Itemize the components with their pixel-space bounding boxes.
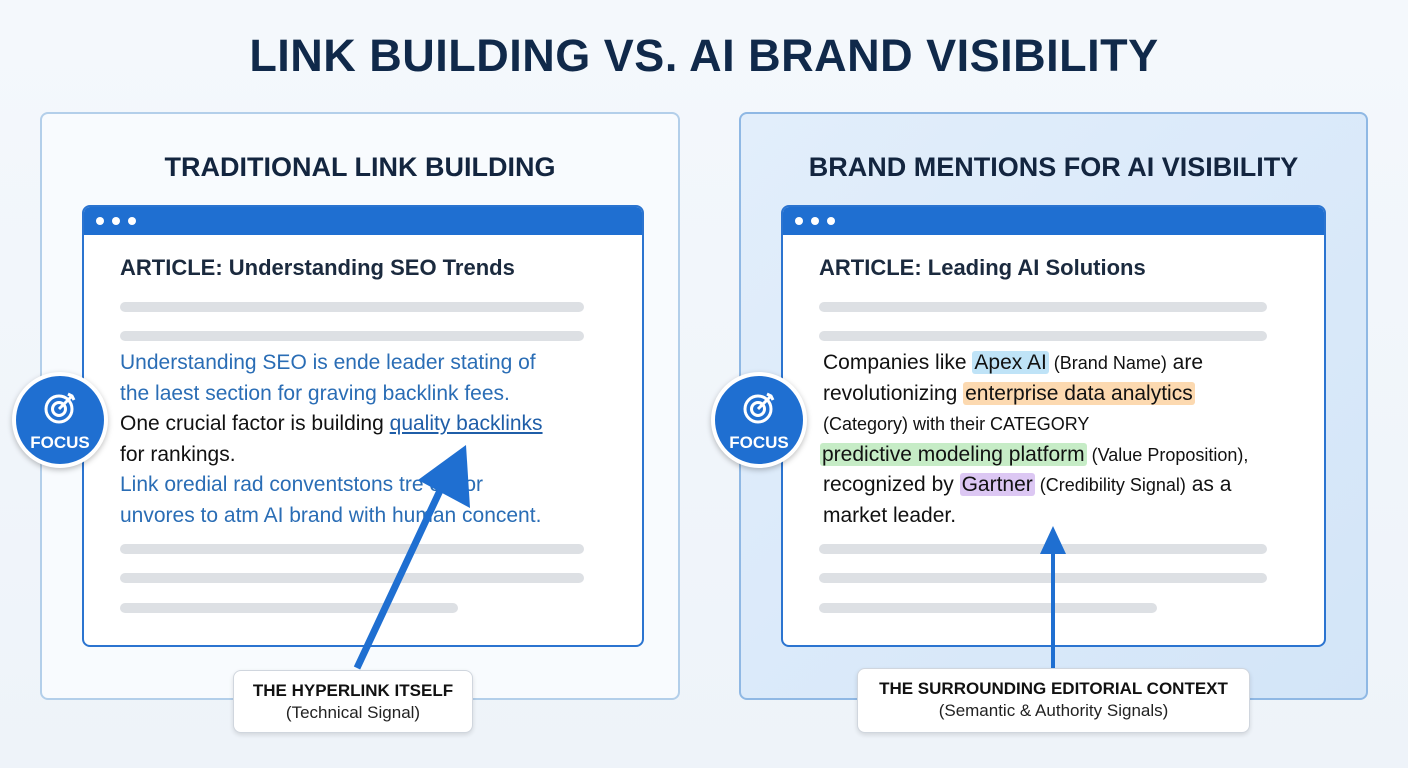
left-browser-window: ARTICLE: Understanding SEO Trends Unders…	[82, 205, 644, 647]
body-line: the laest section for graving backlink f…	[120, 381, 510, 405]
quality-backlinks-link[interactable]: quality backlinks	[389, 412, 543, 436]
body-line: Understanding SEO is ende leader stating…	[120, 351, 536, 374]
placeholder-line	[819, 603, 1157, 613]
window-dot-icon	[827, 217, 835, 225]
value-proposition-highlight: predictive modeling platform	[820, 442, 1087, 466]
body-text: as a	[1185, 473, 1232, 497]
page-title: LINK BUILDING VS. AI BRAND VISIBILITY	[249, 30, 1159, 81]
callout-title: THE HYPERLINK ITSELF	[252, 681, 454, 700]
brand-note: (Brand Name)	[1048, 353, 1167, 373]
placeholder-line	[120, 603, 458, 613]
left-heading: TRADITIONAL LINK BUILDING	[164, 152, 556, 182]
window-dot-icon	[128, 217, 136, 225]
value-note: (Value Proposition),	[1086, 444, 1249, 465]
callout-subtitle: (Technical Signal)	[285, 703, 421, 722]
article-title: ARTICLE: Understanding SEO Trends	[120, 255, 515, 280]
body-text: revolutionizing	[823, 381, 964, 405]
right-browser-window: ARTICLE: Leading AI Solutions Companies …	[781, 205, 1326, 647]
body-line: unvores to atm AI brand with human conce…	[120, 503, 542, 527]
browser-titlebar	[84, 207, 642, 235]
article-body: Understanding SEO is ende leader stating…	[120, 348, 640, 532]
focus-label: FOCUS	[729, 433, 789, 452]
body-line: for rankings.	[120, 442, 236, 466]
focus-badge: FOCUS	[711, 372, 807, 468]
placeholder-line	[120, 331, 584, 341]
credibility-highlight: Gartner	[959, 473, 1035, 497]
article-body: Companies like Apex AI (Brand Name) are …	[820, 348, 1323, 532]
target-icon	[44, 392, 76, 424]
placeholder-line	[819, 573, 1267, 583]
credibility-note: (Credibility Signal)	[1034, 475, 1186, 496]
body-text: recognized by	[823, 473, 960, 497]
category-note: (Category)	[823, 414, 909, 435]
body-text: One crucial factor is building	[120, 412, 390, 436]
browser-titlebar	[783, 207, 1324, 235]
window-dot-icon	[795, 217, 803, 225]
context-callout: THE SURROUNDING EDITORIAL CONTEXT (Seman…	[857, 668, 1250, 733]
window-dot-icon	[811, 217, 819, 225]
body-text: with their CATEGORY	[908, 414, 1090, 435]
focus-label: FOCUS	[30, 433, 90, 452]
window-dot-icon	[96, 217, 104, 225]
callout-title: THE SURROUNDING EDITORIAL CONTEXT	[879, 679, 1228, 698]
brand-highlight: Apex AI	[972, 351, 1049, 374]
callout-subtitle: (Semantic & Authority Signals)	[938, 701, 1169, 720]
window-dot-icon	[112, 217, 120, 225]
focus-badge: FOCUS	[12, 372, 108, 468]
body-text: Companies like	[823, 351, 973, 374]
body-line: Link oredial rad conventstons tre on for	[120, 473, 484, 497]
placeholder-line	[819, 544, 1267, 554]
body-line: market leader.	[823, 503, 957, 527]
target-icon	[743, 392, 775, 424]
category-highlight: enterprise data analytics	[963, 381, 1195, 405]
placeholder-line	[120, 302, 584, 312]
right-heading: BRAND MENTIONS FOR AI VISIBILITY	[808, 152, 1299, 182]
placeholder-line	[819, 302, 1267, 312]
placeholder-line	[819, 331, 1267, 341]
body-text: are	[1166, 351, 1204, 374]
article-title: ARTICLE: Leading AI Solutions	[819, 255, 1146, 280]
placeholder-line	[120, 573, 584, 583]
placeholder-line	[120, 544, 584, 554]
hyperlink-callout: THE HYPERLINK ITSELF (Technical Signal)	[233, 670, 473, 733]
